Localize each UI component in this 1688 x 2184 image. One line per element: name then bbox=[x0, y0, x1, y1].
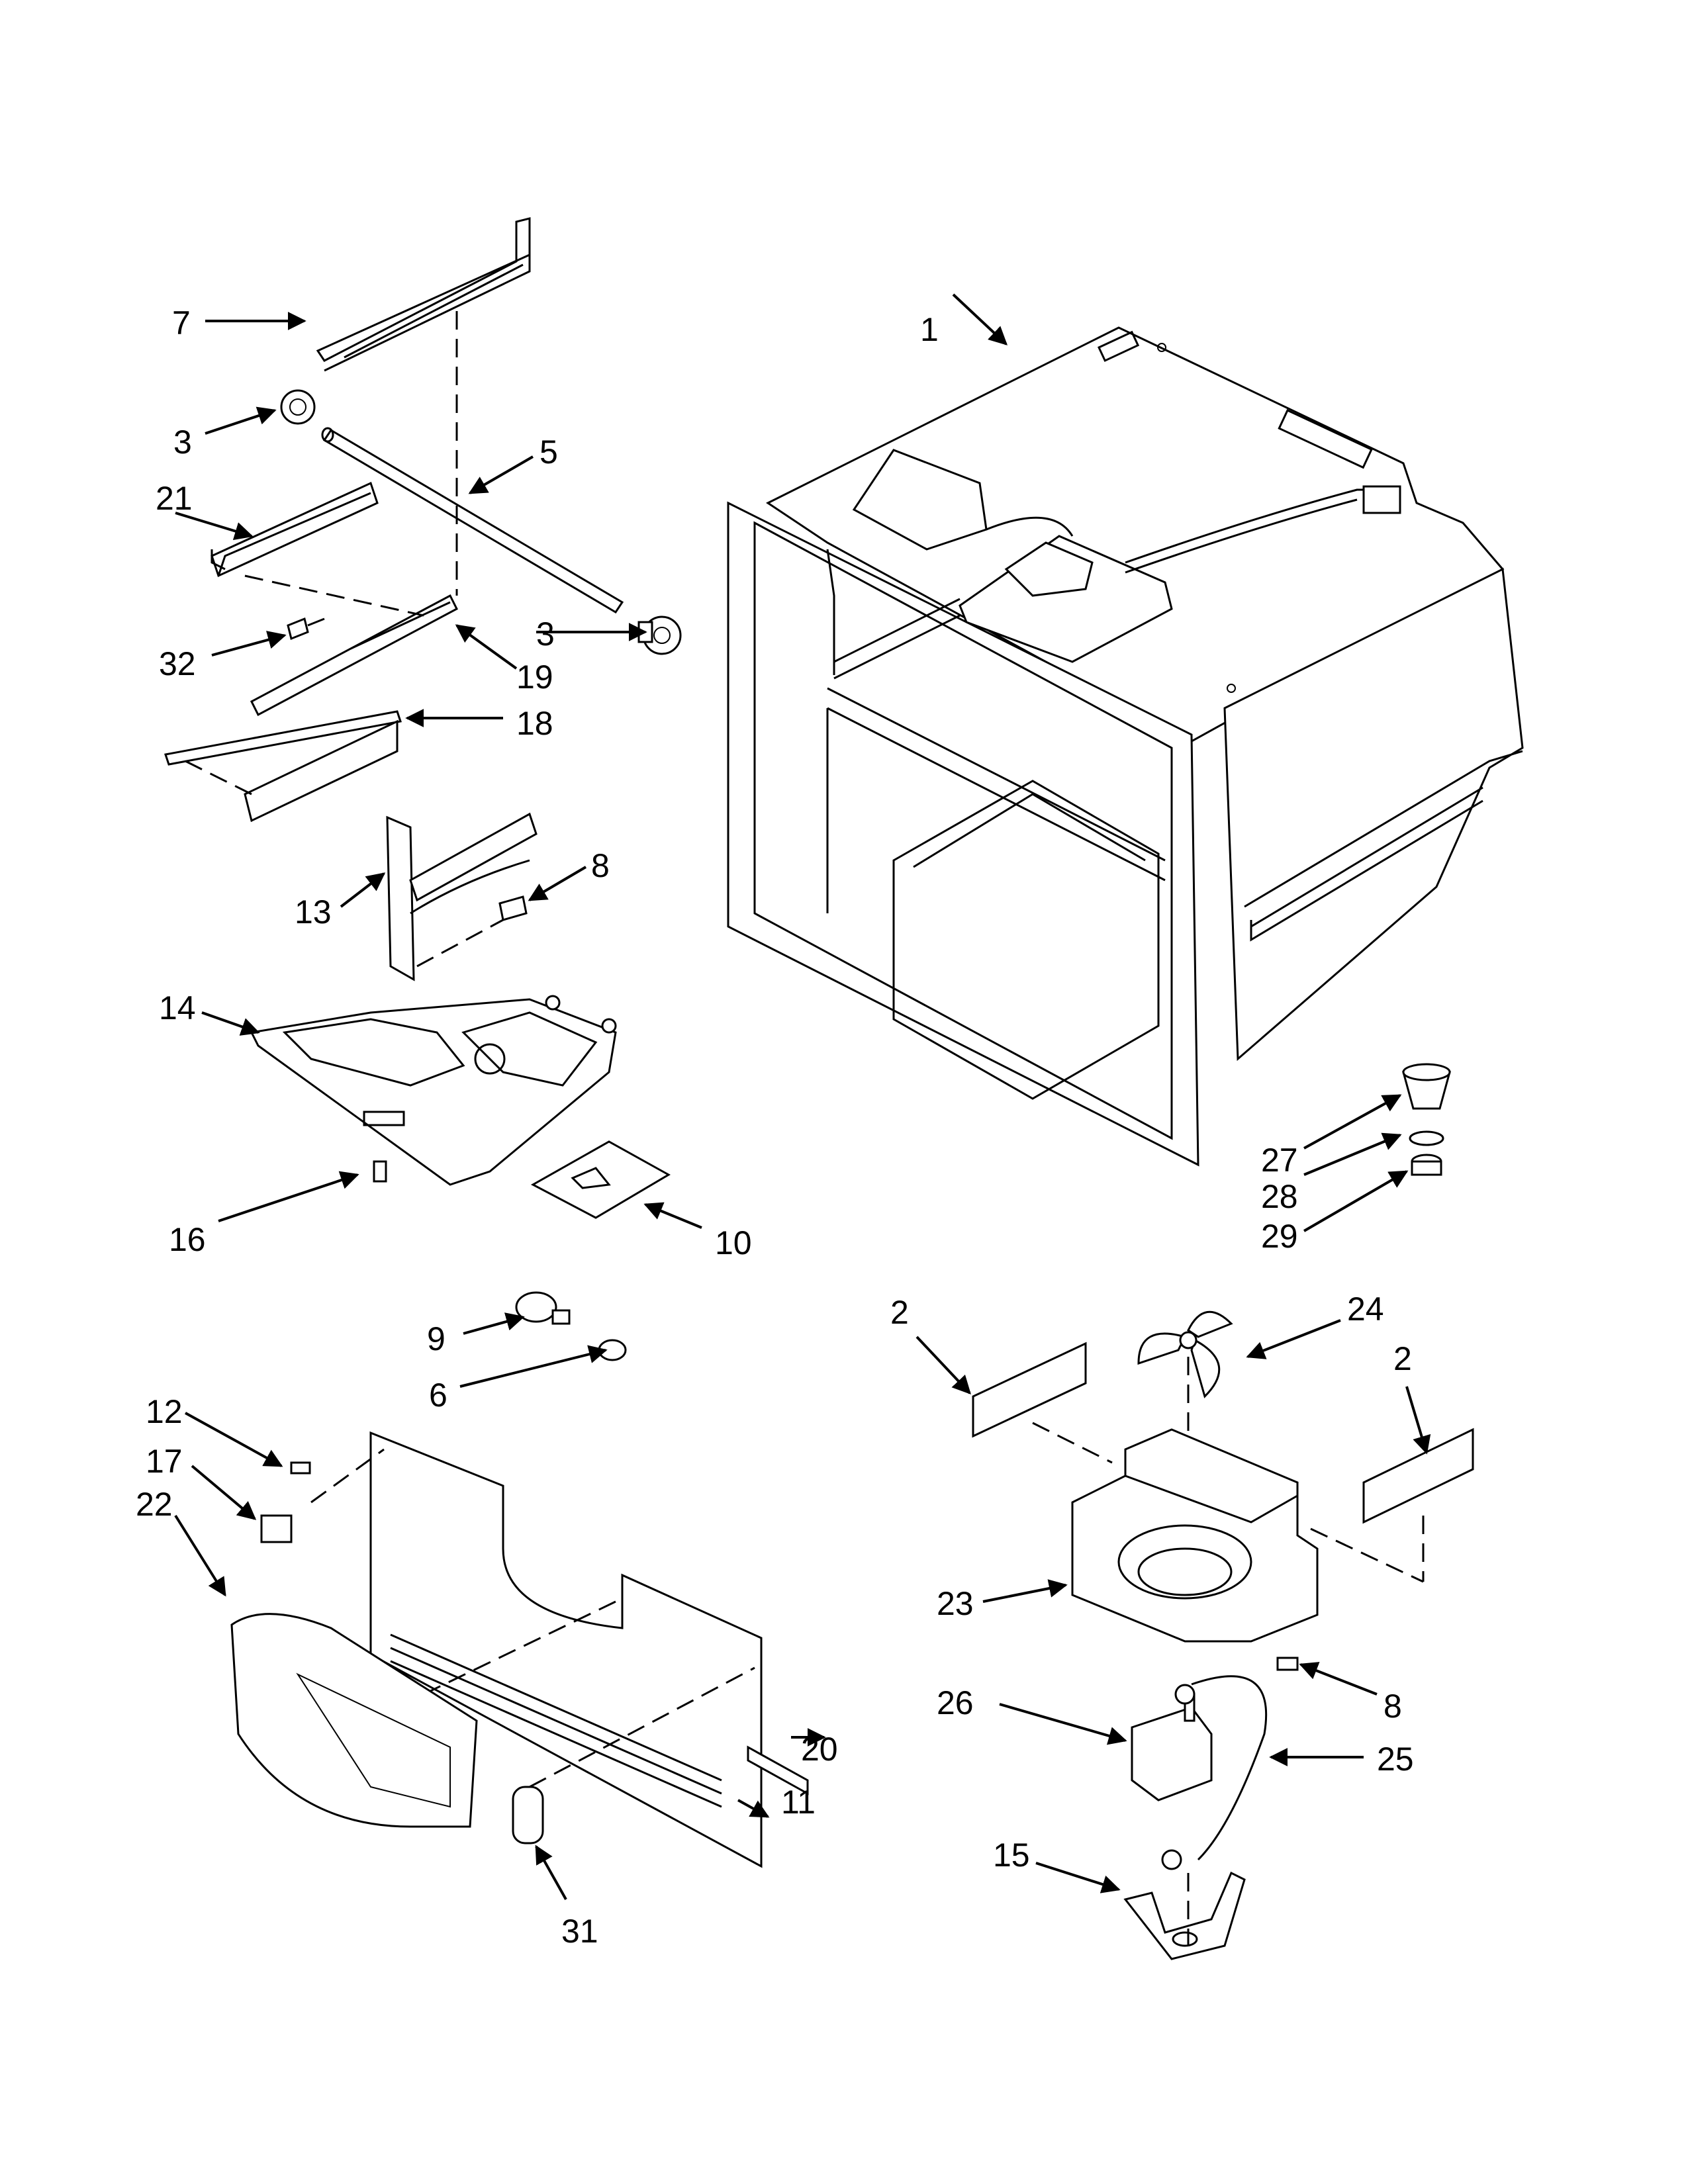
callout-22: 22 bbox=[136, 1486, 173, 1523]
callout-31: 31 bbox=[561, 1913, 598, 1950]
clip-part bbox=[373, 1160, 387, 1183]
callout-9: 9 bbox=[427, 1320, 445, 1357]
callout-3: 3 bbox=[536, 615, 555, 653]
callout-20: 20 bbox=[801, 1731, 838, 1768]
callout-16: 16 bbox=[169, 1221, 206, 1258]
callout-2: 2 bbox=[1393, 1340, 1412, 1377]
fan-assembly bbox=[972, 1310, 1474, 1960]
callout-7: 7 bbox=[172, 304, 191, 341]
callout-23: 23 bbox=[937, 1585, 974, 1622]
callout-15: 15 bbox=[993, 1837, 1030, 1874]
screw-part bbox=[290, 1461, 311, 1475]
callout-29: 29 bbox=[1261, 1218, 1298, 1255]
callout-1: 1 bbox=[920, 311, 939, 348]
holder-part bbox=[512, 1786, 544, 1844]
callout-8: 8 bbox=[1383, 1688, 1402, 1725]
tray-part bbox=[250, 995, 617, 1186]
callout-3: 3 bbox=[173, 424, 192, 461]
bracket-part bbox=[386, 812, 538, 981]
callout-10: 10 bbox=[715, 1224, 752, 1261]
rear-panel-part bbox=[310, 1431, 763, 1868]
grommet-part bbox=[260, 1514, 293, 1543]
callout-labels: 1 2 2 3 3 5 6 7 8 8 9 10 11 12 13 14 15 … bbox=[136, 304, 1414, 1950]
sheet-part bbox=[530, 1140, 671, 1219]
callout-27: 27 bbox=[1261, 1142, 1298, 1179]
strip-part bbox=[747, 1745, 809, 1796]
callout-12: 12 bbox=[146, 1393, 183, 1430]
cup-seal-part bbox=[1402, 1063, 1451, 1176]
bulb-socket-part bbox=[515, 1291, 627, 1361]
callout-2: 2 bbox=[890, 1294, 909, 1331]
callout-17: 17 bbox=[146, 1443, 183, 1480]
callout-leaders bbox=[174, 293, 1431, 1900]
callout-5: 5 bbox=[539, 433, 558, 471]
callout-13: 13 bbox=[295, 893, 332, 931]
callout-25: 25 bbox=[1377, 1741, 1414, 1778]
callout-26: 26 bbox=[937, 1684, 974, 1721]
callout-24: 24 bbox=[1347, 1291, 1384, 1328]
slide-rail-assembly bbox=[164, 217, 682, 823]
grille-part bbox=[230, 1613, 478, 1828]
callout-18: 18 bbox=[516, 705, 553, 742]
callout-19: 19 bbox=[516, 659, 553, 696]
callout-14: 14 bbox=[159, 989, 196, 1026]
callout-11: 11 bbox=[781, 1784, 816, 1821]
callout-8: 8 bbox=[591, 847, 610, 884]
callout-28: 28 bbox=[1261, 1178, 1298, 1215]
freezer-liner-part bbox=[727, 326, 1524, 1167]
callout-21: 21 bbox=[156, 480, 193, 517]
callout-6: 6 bbox=[429, 1377, 447, 1414]
callout-32: 32 bbox=[159, 645, 196, 682]
